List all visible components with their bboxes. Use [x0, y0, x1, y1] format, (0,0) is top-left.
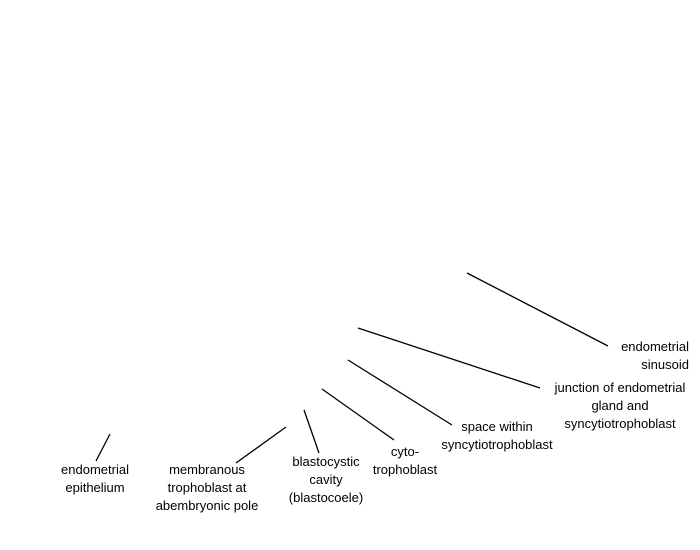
label-space-within-syncytiotrophoblast: space within syncytiotrophoblast	[432, 418, 562, 454]
label-line: cyto-	[390, 444, 420, 459]
label-line: space within	[461, 419, 533, 434]
label-endometrial-epithelium: endometrial epithelium	[50, 461, 140, 497]
label-endometrial-sinusoid: endometrial sinusoid	[580, 338, 689, 374]
label-line: epithelium	[65, 480, 125, 495]
label-line: gland and	[591, 398, 649, 413]
leader-line-membranous-trophoblast	[235, 426, 287, 464]
label-line: sinusoid	[641, 357, 689, 372]
label-line: syncytiotrophoblast	[564, 416, 676, 431]
leader-line-junction-gland	[357, 327, 541, 389]
label-line: trophoblast at	[167, 480, 247, 495]
label-line: (blastocoele)	[288, 490, 364, 505]
leader-line-endometrial-sinusoid	[466, 272, 609, 347]
label-line: membranous	[169, 462, 245, 477]
label-line: syncytiotrophoblast	[441, 437, 553, 452]
leader-line-endometrial-epithelium	[95, 433, 111, 462]
label-line: blastocystic	[292, 454, 360, 469]
label-cytotrophoblast: cyto- trophoblast	[363, 443, 447, 479]
leader-line-space-within	[347, 359, 453, 426]
label-line: abembryonic pole	[155, 498, 259, 513]
label-line: endometrial	[61, 462, 129, 477]
label-line: cavity	[309, 472, 343, 487]
leader-line-blastocystic-cavity	[303, 409, 320, 454]
label-line: endometrial	[621, 339, 689, 354]
label-junction-gland-syncytiotrophoblast: junction of endometrial gland and syncyt…	[541, 379, 699, 433]
label-membranous-trophoblast: membranous trophoblast at abembryonic po…	[145, 461, 269, 515]
leader-line-cytotrophoblast	[321, 388, 395, 441]
label-line: trophoblast	[372, 462, 438, 477]
label-blastocystic-cavity: blastocystic cavity (blastocoele)	[278, 453, 374, 507]
label-line: junction of endometrial	[554, 380, 686, 395]
